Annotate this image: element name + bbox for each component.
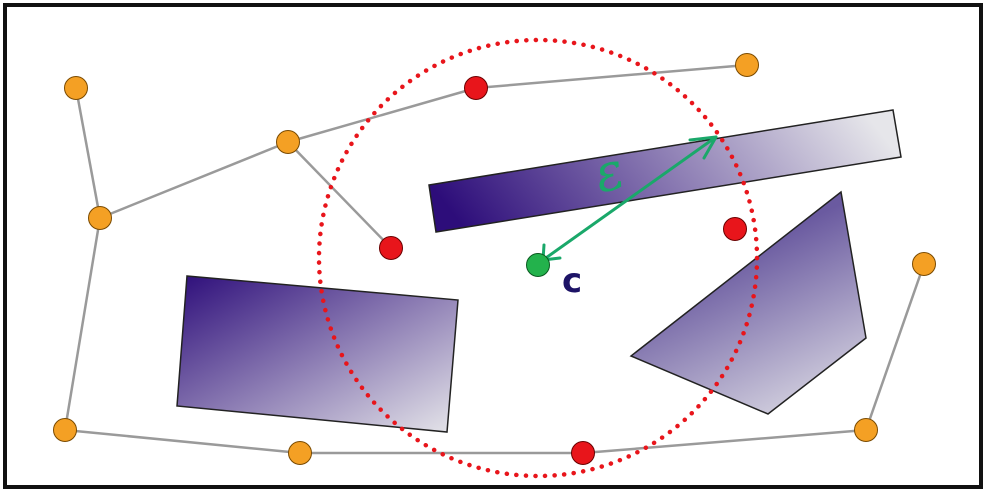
- node-inside: [379, 236, 403, 260]
- node-outside: [64, 76, 88, 100]
- edge: [582, 428, 867, 455]
- node-outside: [735, 53, 759, 77]
- edge: [64, 428, 301, 455]
- node-outside: [53, 418, 77, 442]
- arrowhead-edge: [688, 135, 718, 160]
- obstacle-rectangle-left: [176, 275, 459, 433]
- graph-nodes-inside: [379, 76, 747, 465]
- node-inside: [723, 217, 747, 241]
- obstacle-quadrilateral-right: [629, 190, 867, 415]
- center-label: c: [562, 261, 582, 301]
- edge: [63, 217, 102, 431]
- node-outside: [912, 252, 936, 276]
- obstacle-bar-top: [428, 109, 902, 233]
- node-outside: [276, 130, 300, 154]
- frame-border: [3, 3, 983, 489]
- graph-edges: [63, 63, 926, 455]
- edge: [475, 63, 748, 90]
- graph-nodes-outside: [53, 53, 936, 465]
- node-inside: [571, 441, 595, 465]
- edge: [74, 87, 102, 219]
- edge: [864, 263, 926, 431]
- epsilon-neighborhood-circle: [316, 37, 760, 479]
- node-outside: [854, 418, 878, 442]
- node-outside: [288, 441, 312, 465]
- edge: [287, 86, 477, 144]
- node-outside: [88, 206, 112, 230]
- node-inside: [464, 76, 488, 100]
- edge: [99, 140, 289, 220]
- edge: [287, 141, 392, 249]
- arrow-shaft: [541, 135, 718, 262]
- center-node: [526, 253, 550, 277]
